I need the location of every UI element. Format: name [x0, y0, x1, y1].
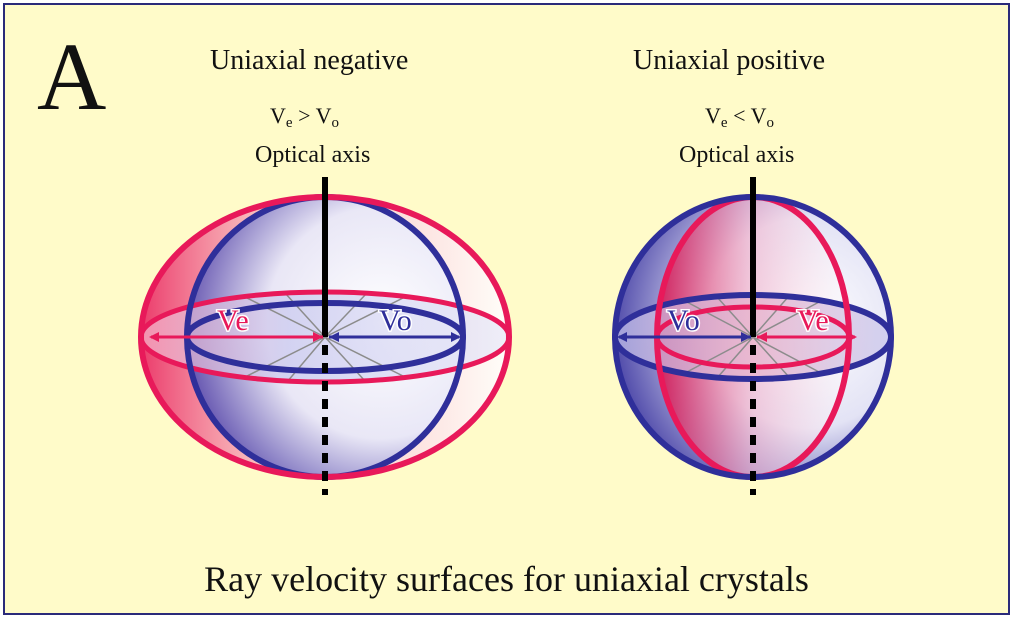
- relation-rhs-sub: o: [766, 115, 774, 131]
- relation-rhs: V: [750, 103, 767, 128]
- ray-velocity-diagram: Ve Vo: [138, 177, 894, 495]
- equatorial-grid-lines: [684, 295, 822, 379]
- left-optical-axis-label: Optical axis: [255, 142, 371, 168]
- figure-frame: Ve Vo: [3, 3, 1010, 615]
- left-velocity-relation: Ve > Vo: [270, 103, 339, 132]
- caption: Ray velocity surfaces for uniaxial cryst…: [204, 559, 809, 599]
- relation-op: <: [733, 103, 746, 128]
- ve-label-left: Ve: [217, 304, 249, 337]
- vo-label-left: Vo: [379, 304, 412, 337]
- relation-lhs-sub: e: [720, 115, 728, 131]
- left-heading: Uniaxial negative: [210, 45, 409, 76]
- equatorial-grid-lines: [244, 292, 406, 383]
- relation-lhs: V: [270, 103, 286, 128]
- right-heading: Uniaxial positive: [633, 45, 826, 76]
- right-velocity-relation: Ve < Vo: [705, 103, 774, 132]
- relation-lhs-sub: e: [285, 115, 293, 131]
- vo-label-right: Vo: [667, 304, 700, 337]
- relation-lhs: V: [705, 103, 721, 128]
- ve-label-right: Ve: [797, 304, 829, 337]
- relation-rhs-sub: o: [331, 115, 339, 131]
- negative-indicatrix: Ve Vo: [138, 177, 512, 495]
- relation-rhs: V: [315, 103, 332, 128]
- panel-letter: A: [37, 23, 107, 130]
- relation-op: >: [298, 103, 311, 128]
- positive-indicatrix: Vo Ve: [612, 177, 894, 495]
- right-optical-axis-label: Optical axis: [679, 142, 795, 168]
